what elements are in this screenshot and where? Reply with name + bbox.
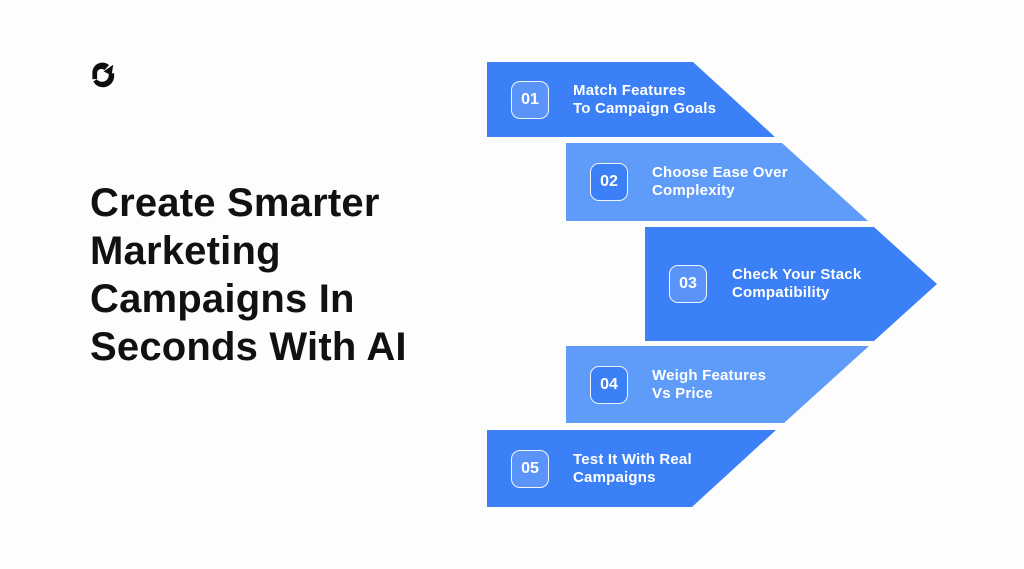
step-item-02: 02 Choose Ease Over Complexity — [566, 143, 868, 221]
step-label: Check Your Stack Compatibility — [732, 266, 862, 301]
step-number-badge: 01 — [511, 80, 549, 119]
g-arrow-logo-icon — [85, 57, 121, 93]
brand-logo — [85, 57, 121, 93]
step-label: Choose Ease Over Complexity — [652, 164, 788, 199]
step-item-01: 01 Match Features To Campaign Goals — [487, 62, 775, 137]
step-number-badge: 03 — [669, 265, 707, 303]
step-label: Match Features To Campaign Goals — [573, 81, 717, 117]
page-title-line: Campaigns In — [90, 277, 355, 321]
page-title: Create Smarter Marketing Campaigns In Se… — [90, 179, 407, 371]
step-item-05: 05 Test It With Real Campaigns — [487, 430, 776, 507]
step-label: Test It With Real Campaigns — [573, 450, 692, 486]
step-item-04: 04 Weigh Features Vs Price — [566, 346, 869, 423]
step-number-badge: 02 — [590, 163, 628, 201]
step-label: Weigh Features Vs Price — [652, 366, 767, 402]
step-number-badge: 04 — [590, 365, 628, 404]
step-item-03: 03 Check Your Stack Compatibility — [645, 227, 937, 341]
step-number-badge: 05 — [511, 449, 549, 488]
page-title-line: Marketing — [90, 229, 281, 273]
page-title-line: Seconds With AI — [90, 325, 407, 369]
page-title-line: Create Smarter — [90, 181, 380, 225]
